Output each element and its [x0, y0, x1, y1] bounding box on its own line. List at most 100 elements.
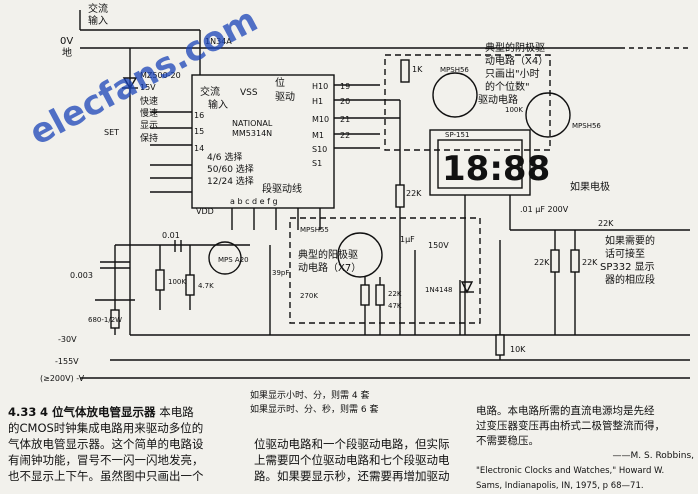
- pin-m1: M1: [312, 131, 324, 140]
- chip-name2: MM5314N: [232, 129, 272, 138]
- label-150v: 150V: [428, 241, 449, 250]
- label-22k-left: 22K: [406, 189, 422, 198]
- label-neg200: (≥200V) -V: [40, 374, 85, 383]
- label-270k: 270K: [300, 292, 318, 300]
- pin-19: 19: [340, 82, 350, 91]
- seg-box-title2: 动电路（X7）: [298, 261, 361, 274]
- chip-vdd: VDD: [196, 207, 214, 216]
- label-22k-right: 22K: [598, 219, 614, 228]
- pin-s10: S10: [312, 145, 327, 154]
- caption-title: 4 位气体放电管显示器: [40, 405, 156, 419]
- label-1k: 1K: [412, 65, 423, 74]
- label-anode: 如果电极: [570, 180, 610, 193]
- caption-right3: 不需要稳压。: [476, 435, 539, 447]
- pos-box-title4: 的个位数": [485, 80, 530, 93]
- label-mpsh55: MPSH55: [300, 226, 329, 234]
- label-680: 680-1/2W: [88, 316, 122, 324]
- label-neg30: -30V: [58, 335, 77, 344]
- caption-line4: 有闹钟功能，冒号不一闪一闪地发亮，: [8, 453, 204, 467]
- label-ac-in2: 输入: [88, 14, 108, 27]
- label-zener-v: 15V: [140, 83, 156, 92]
- pin-22: 22: [340, 131, 350, 140]
- label-mpsa20: MPS A20: [218, 256, 249, 264]
- caption-line5: 也不显示上下午。虽然图中只画出一个: [8, 469, 204, 483]
- caption-mid1: 位驱动电路和一个段驱动电路，但实际: [254, 437, 450, 451]
- label-c01: .01 μF 200V: [520, 205, 569, 214]
- label-ac-in: 交流: [88, 2, 108, 15]
- chip-opt-1224: 12/24 选择: [207, 175, 254, 187]
- caption-mid3: 路。如果要显示秒，还需要再增加驱动: [254, 469, 450, 483]
- label-1uf: 1μF: [400, 235, 415, 244]
- label-0v: 0V: [60, 36, 73, 47]
- pin-15: 15: [194, 127, 204, 136]
- caption-right1: 电路。本电路所需的直流电源均是先经: [476, 405, 655, 417]
- label-1n34a: 1N34A: [205, 37, 232, 46]
- caption-credit2: "Electronic Clocks and Watches," Howard …: [476, 466, 665, 476]
- pos-box-title3: 只画出"小时: [485, 67, 540, 80]
- chip-seg-drive: 段驱动线: [262, 182, 302, 195]
- note-sp4: 器的相应段: [605, 273, 655, 286]
- label-display: 显示: [140, 120, 158, 131]
- label-sp151: SP-151: [445, 131, 469, 139]
- note-sp1: 如果需要的: [605, 234, 655, 247]
- label-c001: 0.01: [162, 231, 180, 240]
- label-100k-osc: 100K: [168, 278, 186, 286]
- seg-box-title: 典型的阳极驱: [298, 248, 358, 261]
- pin-s1: S1: [312, 159, 322, 168]
- chip-opt-46: 4/6 选择: [207, 151, 242, 163]
- pos-box-title: 典型的阴极驱: [485, 41, 545, 54]
- label-mpsh56-2: MPSH56: [572, 122, 601, 130]
- chip-in: 输入: [208, 98, 228, 111]
- label-100k: 100K: [505, 106, 523, 114]
- caption-credit1: ——M. S. Robbins,: [612, 451, 694, 461]
- label-39pf: 39pF: [272, 269, 289, 277]
- label-c0003: 0.003: [70, 271, 93, 280]
- pin-14: 14: [194, 144, 204, 153]
- pin-h10: H10: [312, 82, 328, 91]
- label-slow: 慢速: [140, 107, 158, 119]
- caption-num: 4.33: [8, 405, 37, 419]
- caption-right2: 过变压器变压再由桥式二极管整流而得，: [476, 420, 665, 432]
- chip-name1: NATIONAL: [232, 119, 273, 128]
- label-mpsh56-1: MPSH56: [440, 66, 469, 74]
- chip-ac: 交流: [200, 85, 220, 98]
- pin-h1: H1: [312, 97, 323, 106]
- note-bottom-1: 如果显示小时、分，则需 4 套: [250, 391, 370, 401]
- caption-left: 4.33 4 位气体放电管显示器 本电路 的CMOS时钟集成电路用来驱动多位的 …: [8, 404, 244, 484]
- caption-mid2: 上需要四个位驱动电路和七个段驱动电: [254, 453, 450, 467]
- caption-line1: 本电路: [159, 405, 194, 419]
- label-22k-mid: 22K: [388, 290, 402, 298]
- label-47k: 47K: [388, 302, 402, 310]
- chip-seg-letters: a b c d e f g: [230, 197, 278, 206]
- caption-middle: 位驱动电路和一个段驱动电路，但实际 上需要四个位驱动电路和七个段驱动电 路。如果…: [254, 436, 468, 484]
- label-10k: 10K: [510, 345, 526, 354]
- note-sp2: 话可接至: [605, 247, 645, 260]
- label-neg155: -155V: [55, 357, 79, 366]
- chip-opt-5060: 50/60 选择: [207, 163, 254, 175]
- label-ground: 地: [62, 46, 72, 59]
- display-digits: 18:88: [442, 149, 550, 189]
- note-bottom-2: 如果显示时、分、秒，则需 6 套: [250, 405, 379, 415]
- chip-drive: 驱动: [275, 91, 295, 103]
- caption-line2: 的CMOS时钟集成电路用来驱动多位的: [8, 421, 204, 435]
- caption-right: 电路。本电路所需的直流电源均是先经 过变压器变压再由桥式二极管整流而得， 不需要…: [476, 404, 694, 494]
- chip-vss: VSS: [240, 88, 258, 98]
- caption-credit3: Sams, Indianapolis, IN, 1975, p 68—71.: [476, 481, 644, 491]
- pin-16: 16: [194, 111, 204, 120]
- label-47k-osc: 4.7K: [198, 282, 214, 290]
- label-22k-r3: 22K: [582, 258, 598, 267]
- chip-pos: 位: [275, 76, 285, 89]
- pin-m10: M10: [312, 115, 329, 124]
- label-hold: 保持: [140, 132, 158, 144]
- label-zener: MZ500-20: [140, 71, 181, 80]
- pin-20: 20: [340, 97, 350, 106]
- label-fast: 快速: [140, 95, 158, 107]
- pin-21: 21: [340, 115, 350, 124]
- label-1n4148: 1N4148: [425, 286, 453, 294]
- label-22k-r2: 22K: [534, 258, 550, 267]
- pos-box-title2: 动电路（X4）: [485, 54, 548, 67]
- caption-line3: 气体放电管显示器。这个简单的电路设: [8, 437, 204, 451]
- pos-box-title5: 驱动电路: [478, 93, 518, 106]
